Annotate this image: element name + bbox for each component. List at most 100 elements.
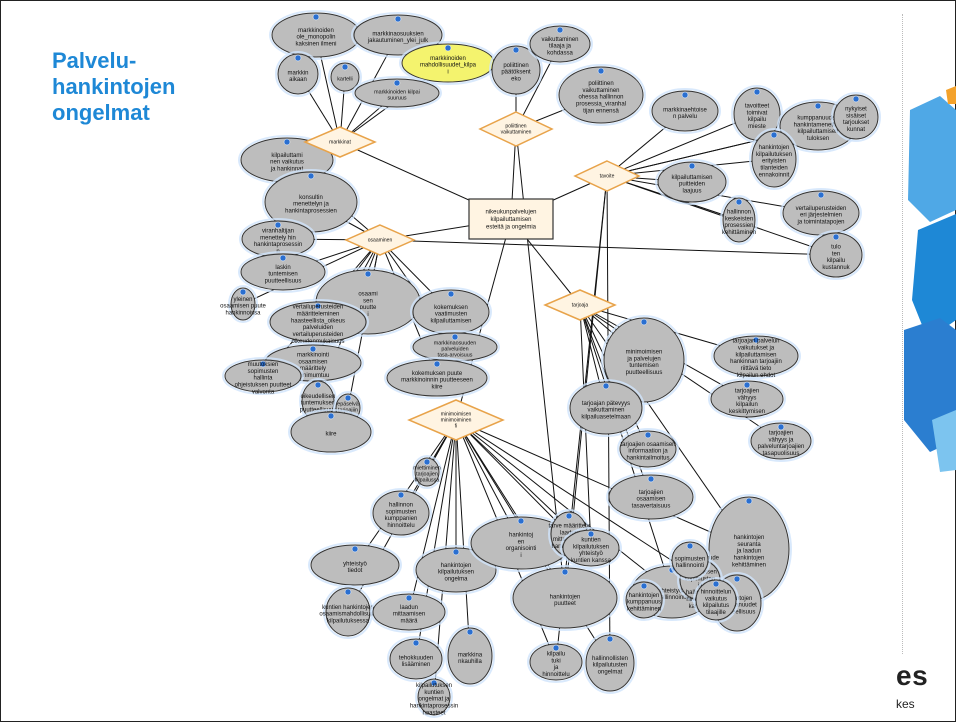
concept-node[interactable]: hankintojenkilpailutuksenerityistentilan… [749, 128, 799, 190]
concept-node[interactable]: muutoksiensopimustenhallintaohjeistuksen… [222, 357, 304, 396]
node-label-line: poliittinen [588, 81, 613, 87]
node-info-icon [814, 102, 822, 110]
node-label-line: fi [455, 424, 458, 430]
node-label-line: kilpailutuksen [416, 683, 452, 689]
node-label-line: tuntemisen [629, 363, 658, 369]
node-label-line: kilpailu [827, 258, 845, 264]
node-info-icon [686, 542, 694, 550]
node-label-line: sopimusten [248, 369, 279, 375]
hub-node-tarjoaja[interactable]: tarjoaja [543, 289, 617, 321]
node-info-icon [597, 67, 605, 75]
node-info-icon [817, 191, 825, 199]
concept-node[interactable]: tarjoajan pätevyysvaikuttaminenkilpailua… [567, 379, 645, 437]
node-label-line: ja [553, 665, 559, 671]
hub-node-markkinat[interactable]: markkinat [303, 126, 377, 158]
node-label-line: yhteistyön [658, 588, 685, 594]
node-label-line: kuntien [424, 690, 443, 696]
node-label-line: osaami [358, 291, 377, 297]
concept-node[interactable]: hallinnonkeskeistenprosessienkehittämine… [720, 195, 758, 245]
node-label-line: markkinoiden [298, 28, 334, 34]
node-label-line: ohessa hallinnon [578, 95, 623, 101]
node-halo [617, 428, 679, 470]
edge [455, 419, 570, 535]
hub-diamond [303, 126, 377, 158]
concept-node[interactable]: vertailuperusteidenmääritteleminenhaaste… [267, 299, 369, 345]
node-label-line: kilpailun [736, 402, 758, 408]
node-label-line: hankintamenettely [794, 122, 843, 128]
node-label-line: määrittely [300, 366, 326, 372]
node-label-line: oikeudellisen [301, 394, 336, 400]
hub-node-osaaminen[interactable]: osaaminen [344, 224, 416, 256]
node-ellipse [447, 627, 493, 685]
title-line-2: hankintojen [52, 74, 176, 99]
node-label-line: kartelli [337, 77, 353, 83]
node-halo [583, 632, 637, 694]
hub-node-tavoitteet[interactable]: tavoite [573, 160, 641, 192]
node-info-icon [745, 497, 753, 505]
node-ellipse [415, 547, 497, 593]
node-label-line: laskin [275, 265, 290, 271]
node-label-line: esteitä ja ongelmia [486, 224, 537, 230]
node-label-line: ja palvelujen [626, 356, 660, 362]
node-label-line: kilpailun ehdot [737, 373, 776, 379]
concept-node[interactable]: kuntien hankintojenosaamismahdollisuuski… [319, 585, 377, 639]
concept-node[interactable]: kartelli [328, 60, 362, 94]
node-label-line: seuranta [737, 542, 761, 548]
node-label-line: ole_monopolin [296, 35, 335, 41]
node-info-icon [735, 198, 743, 206]
node-ellipse [625, 581, 663, 619]
node-halo [669, 539, 711, 581]
node-info-icon [423, 458, 431, 466]
node-label-line: tavoite [600, 174, 615, 180]
node-label-line: nkauhilla [458, 659, 482, 665]
node-label-line: tuntemuksen [301, 401, 335, 407]
node-label-line: prosessia_viranhal [576, 102, 626, 108]
node-label-line: i [520, 553, 521, 559]
node-label-line: vaikuttaminen [587, 408, 624, 414]
node-label-line: hankintaprosessin [410, 704, 458, 710]
node-label-line: määrä [400, 619, 418, 625]
central-node[interactable]: nikeukunpalvelujenkilpailuttamisenesteit… [468, 198, 554, 240]
concept-node[interactable]: hinnoittelunvaikutuskilpailutustilaajill… [693, 577, 739, 623]
concept-node[interactable]: kiire [288, 409, 374, 455]
